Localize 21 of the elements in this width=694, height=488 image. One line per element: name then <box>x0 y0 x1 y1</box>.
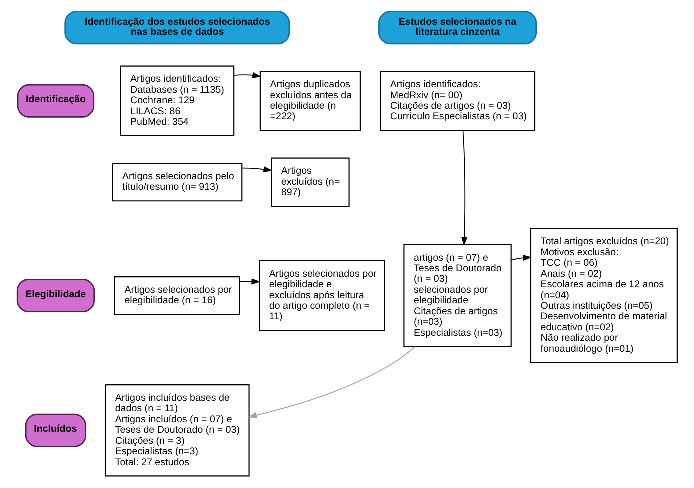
arrow <box>510 254 532 262</box>
node-box: Artigos selecionados pelo título/resumo (n= 913) <box>112 163 242 202</box>
node-box: Artigos identificados: MedRxiv (n= 00) Citações de artigos (n = 03) Currículo Especialistas (n = 03) <box>380 71 536 132</box>
node-box: artigos (n = 07) e Teses de Doutorado (n = 03) selecionados por elegibilidade Citações de artigos (n=03) Especialistas (n=03) <box>403 244 512 348</box>
arrow <box>248 346 416 418</box>
arrow <box>233 72 262 79</box>
node-box: Artigos duplicados excluídos antes da elegibilidade (n =222) <box>259 71 360 132</box>
arrow <box>460 130 468 246</box>
node-box: Artigos incluídos bases de dados (n = 11) Artigos incluídos (n = 07) e Teses de Doutorado (n = 03) Citações (n = 3) Especialistas (n=3) Total: 27 estudos <box>104 384 250 477</box>
node-box: Artigos selecionados por elegibilidade (n = 16) <box>114 276 240 316</box>
node-box: Artigos identificados: Databases (n = 1135) Cochrane: 129 LILACS: 86 PubMed: 354 <box>120 66 234 136</box>
node-box: Incluídos <box>24 414 86 448</box>
node-box: Elegibilidade <box>16 279 95 313</box>
node-box: Artigos excluídos (n= 897) <box>270 158 350 208</box>
arrow <box>241 166 272 173</box>
node-box: Identificação dos estudos selecionados nas bases de dados <box>64 11 290 45</box>
arrow <box>239 278 260 285</box>
node-box: Identificação <box>16 84 94 118</box>
node-box: Artigos selecionados por elegibilidade e excluídos após leitura do artigo completo (n = 11) <box>258 260 385 332</box>
node-box: Total artigos excluídos (n=20) Motivos exclusão: TCC (n = 06) Anais (n = 02) Escolares acima de 12 anos (n=04) Outras instituições (n=05) Desenvolvimento de material educativo (n=02) Não realizado por fonoaudiólogo (n=01) <box>530 228 678 364</box>
node-box: Estudos selecionados na literatura cinzenta <box>378 11 537 45</box>
